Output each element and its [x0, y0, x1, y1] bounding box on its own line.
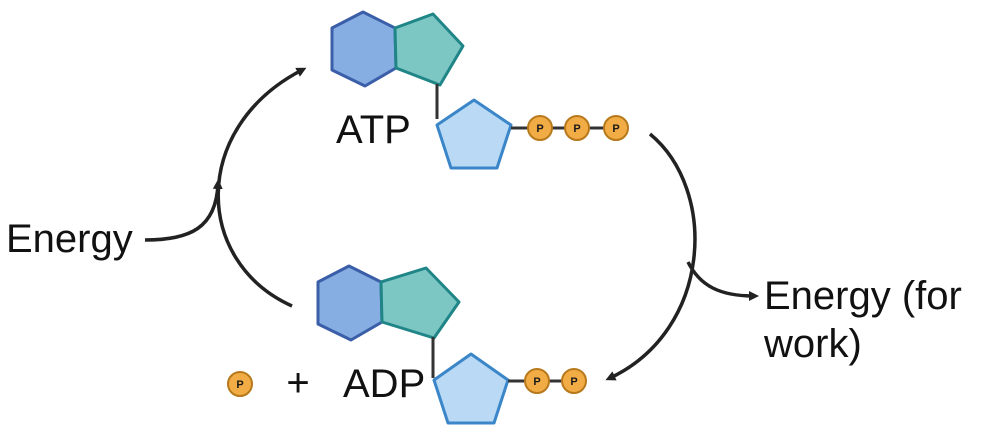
adp-molecule: P P [316, 264, 587, 425]
energy-input-label: Energy [6, 217, 133, 261]
energy-input-arrow [144, 179, 223, 242]
atp-ribose-pentagon [435, 98, 513, 170]
phosphate-label: P [570, 376, 577, 388]
adp-ribose-pentagon [432, 352, 510, 425]
synthesis-arrow [216, 67, 307, 308]
phosphate-label: P [612, 123, 619, 135]
energy-output-label-line2: work) [763, 322, 862, 366]
atp-molecule: P P P [330, 10, 629, 170]
adp-label: ADP [343, 362, 425, 406]
atp-phosphate-3: P [603, 115, 629, 141]
free-phosphate: P [227, 371, 253, 397]
atp-phosphate-2: P [564, 115, 590, 141]
adp-adenine-hexagon [316, 264, 384, 342]
phosphate-label: P [533, 376, 540, 388]
plus-sign: + [286, 361, 309, 405]
phosphate-label: P [573, 123, 580, 135]
adp-phosphate-1: P [524, 368, 550, 394]
atp-adenine-hexagon [330, 10, 398, 88]
atp-adenine-pentagon [393, 12, 465, 87]
phosphate-label: P [236, 379, 243, 391]
hydrolysis-arrow [605, 132, 697, 381]
atp-label: ATP [336, 108, 411, 152]
adp-adenine-pentagon [379, 266, 461, 340]
atp-phosphate-1: P [527, 115, 553, 141]
energy-output-label-line1: Energy (for [764, 274, 962, 318]
adp-phosphate-2: P [561, 368, 587, 394]
energy-output-arrow [686, 261, 759, 301]
phosphate-label: P [536, 123, 543, 135]
